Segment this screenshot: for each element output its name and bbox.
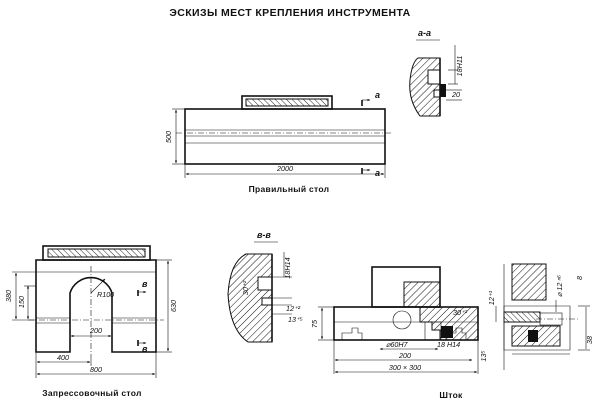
rod-clamp [419,306,479,341]
radius-dim: R100 [97,290,114,299]
dim-630: 630 [169,300,178,312]
depth-dim-a: 20 [451,90,460,99]
rod-slot: 18 Н14 [437,340,460,349]
table-body [184,108,386,165]
dim-30-b: 30⁺² [241,280,250,295]
dim-13-b: 13⁺⁵ [288,315,303,324]
section-a-label: а-а [418,28,431,38]
rod-bore: ⌀60Н7 [386,340,409,349]
straightening-table: 500 2000 a a Правильный стол [164,90,392,194]
press-cut-bottom: в [142,344,148,354]
detail-mark-8: 8 [575,276,584,280]
dim-400: 400 [57,353,69,362]
press-table-caption: Запрессовочный стол [42,388,142,398]
dim-800: 800 [90,365,102,374]
dim-150: 150 [17,296,26,308]
cut-mark-bottom: a [375,168,380,178]
rod-dim-30: 30⁺² [453,308,468,317]
detail-upper-block [511,263,547,301]
width-dim: 2000 [276,164,293,173]
section-b-profile [227,253,273,343]
detail-dim-38: 38 [585,336,594,344]
slot-dim-b: 18Н14 [283,257,292,278]
dim-12-b: 12⁺² [286,304,301,313]
dim-200: 200 [89,326,102,335]
straightening-table-caption: Правильный стол [249,184,330,194]
rod-assembly: 75 30⁺² ⌀60Н7 18 Н14 200 300 × 300 13⁵ Ш… [310,266,488,400]
rod-dim-75: 75 [310,319,319,328]
rod-dim-200: 200 [398,351,411,360]
rod-detail: 12⁺¹ ⌀ 12 ⁿ⁶ 8 38 [487,263,594,370]
section-b-label: в-в [257,230,271,240]
press-body [35,259,157,353]
rod-caption: Шток [439,390,463,400]
slot-dim-a: 18Н11 [455,56,464,77]
top-plate-hatch [245,98,329,107]
sheet-title: ЭСКИЗЫ МЕСТ КРЕПЛЕНИЯ ИНСТРУМЕНТА [169,7,410,19]
cut-mark-top: a [375,90,380,100]
rod-dim-135: 13⁵ [479,350,488,361]
detail-dim-12: 12⁺¹ [487,290,496,305]
section-a-a: а-а 18Н11 20 [409,28,464,117]
press-cut-top: в [142,279,148,289]
clamp-key [441,326,453,338]
rod-size: 300 × 300 [389,363,421,372]
height-dim: 500 [164,131,173,143]
section-a-profile [409,57,441,117]
detail-pin-dim: ⌀ 12 ⁿ⁶ [555,275,564,297]
nut-circle [392,310,412,330]
section-b-b: в-в 18Н14 30⁺² 12⁺² 13⁺⁵ [227,230,303,343]
slot-insert [440,84,446,97]
press-table: R100 380 150 630 200 400 800 в в Запресс… [4,245,178,398]
dim-380: 380 [4,290,13,302]
